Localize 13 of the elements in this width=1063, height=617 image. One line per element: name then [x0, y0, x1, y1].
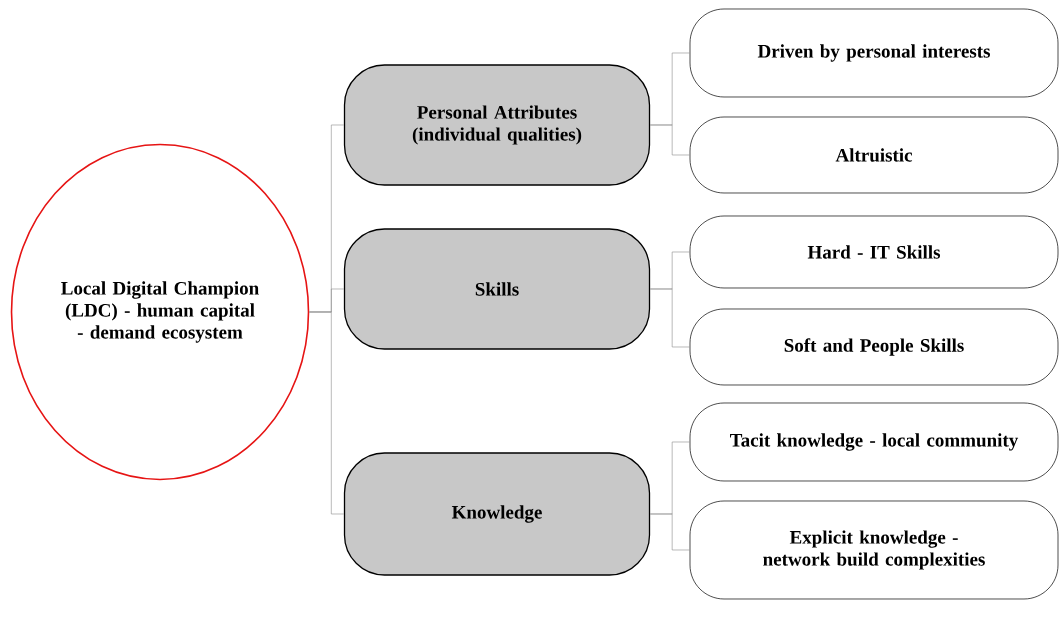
item-box: Soft and People Skills [689, 308, 1059, 386]
category-box: Personal Attributes (individual qualities) [343, 64, 651, 186]
item-box: Hard - IT Skills [689, 215, 1059, 289]
item-box: Explicit knowledge - network build complexities [689, 500, 1059, 600]
category-box: Knowledge [343, 452, 651, 576]
connector-line [649, 288, 690, 348]
item-box: Tacit knowledge - local community [689, 402, 1059, 482]
connector-line [309, 311, 345, 515]
item-box: Driven by personal interests [689, 8, 1059, 98]
connector-line [649, 513, 690, 551]
connector-line [649, 124, 690, 156]
item-box: Altruistic [689, 116, 1059, 194]
category-box: Skills [343, 228, 651, 350]
